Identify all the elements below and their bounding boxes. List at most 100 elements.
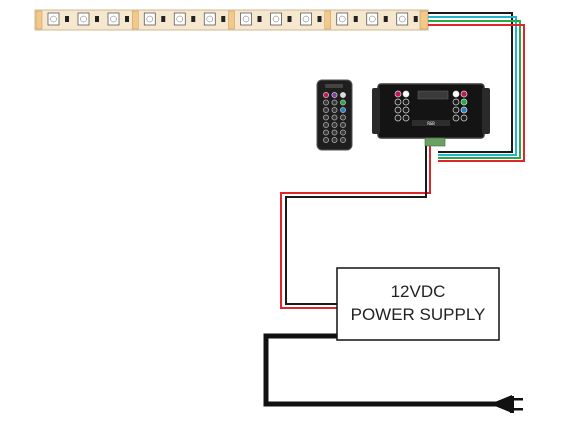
led-lens: [242, 15, 250, 23]
controller-button: [394, 98, 402, 106]
strip-resistor: [95, 16, 99, 22]
remote-button: [340, 92, 346, 98]
remote-button: [323, 129, 329, 136]
controller-buttons: [394, 90, 468, 122]
remote-button: [331, 122, 338, 128]
strip-resistor: [317, 16, 322, 22]
remote-button: [331, 137, 338, 143]
strip-cut-pad: [228, 10, 235, 30]
led-lens: [339, 15, 346, 23]
power-supply-box: 12VDC POWER SUPPLY: [336, 267, 500, 341]
remote-button: [323, 99, 329, 106]
strip-resistor: [287, 16, 292, 22]
led-lens: [272, 15, 280, 23]
remote-button: [340, 99, 346, 106]
remote-button: [331, 129, 338, 136]
remote-button: [323, 122, 329, 128]
led-chip: [47, 12, 60, 26]
led-lens: [80, 15, 87, 23]
controller-button: [402, 90, 410, 98]
strip-cut-pad: [132, 10, 139, 30]
led-chip: [173, 12, 186, 26]
strip-resistor: [353, 16, 358, 22]
remote-button: [323, 114, 329, 121]
controller-button: [452, 98, 460, 106]
remote-button: [340, 122, 346, 128]
led-chip: [240, 12, 252, 26]
psu-label-line2: POWER SUPPLY: [351, 305, 486, 324]
led-chip: [366, 12, 379, 26]
controller-label-strip: [412, 120, 450, 126]
led-lens: [146, 15, 153, 23]
led-lens: [110, 15, 117, 23]
led-lens: [50, 15, 57, 23]
wire-cyan-strip: [428, 16, 517, 156]
led-lens: [206, 15, 213, 23]
strip-resistor: [257, 16, 262, 22]
strip-resistor: [383, 16, 388, 22]
controller-terminal: [424, 137, 446, 147]
strip-wires: [428, 12, 525, 162]
remote-button: [331, 114, 338, 121]
wire-black-power: [285, 146, 427, 305]
led-lens: [302, 15, 310, 23]
rgb-controller-icon: RGB: [372, 83, 490, 147]
led-chip: [270, 12, 282, 26]
strip-resistor: [161, 16, 166, 22]
remote-button: [331, 107, 338, 113]
controller-button: [460, 98, 468, 106]
controller-button: [452, 114, 460, 122]
controller-button: [394, 106, 402, 114]
psu-label-line1: 12VDC: [391, 282, 446, 301]
power-plug-icon: [490, 395, 523, 413]
led-strip-segments: [35, 10, 418, 30]
remote-button: [340, 129, 346, 136]
controller-button: [460, 106, 468, 114]
remote-button: [323, 107, 329, 113]
controller-display: [417, 90, 449, 100]
wire-red-power: [280, 146, 431, 309]
remote-button: [323, 92, 329, 98]
led-lens: [369, 15, 376, 23]
wire-green-strip: [428, 20, 521, 159]
remote-button: [323, 137, 329, 143]
strip-resistor: [191, 16, 196, 22]
controller-button: [394, 114, 402, 122]
remote-button: [331, 92, 338, 98]
strip-cut-pad: [35, 10, 43, 30]
remote-control-icon: [316, 79, 353, 151]
led-chip: [143, 12, 156, 26]
led-lens: [176, 15, 183, 23]
controller-button: [402, 98, 410, 106]
wire-black-strip: [428, 12, 513, 153]
controller-button: [402, 114, 410, 122]
wire-red-strip: [428, 24, 525, 162]
remote-buttons: [323, 92, 346, 143]
controller-button: [460, 90, 468, 98]
led-chip: [107, 12, 120, 26]
controller-button: [402, 106, 410, 114]
ac-power-cord: [263, 333, 498, 407]
strip-resistor: [413, 16, 418, 22]
remote-button: [331, 99, 338, 106]
controller-connector-label: RGB: [427, 121, 435, 126]
led-chip: [396, 12, 409, 26]
strip-resistor: [65, 16, 69, 22]
controller-button: [452, 90, 460, 98]
remote-button: [340, 107, 346, 113]
remote-button: [340, 137, 346, 143]
led-chip: [203, 12, 216, 26]
strip-resistor: [221, 16, 226, 22]
strip-cut-pad: [324, 10, 331, 30]
controller-button: [394, 90, 402, 98]
strip-resistor: [125, 16, 129, 22]
controller-button: [452, 106, 460, 114]
led-strip-icon: [34, 9, 429, 31]
led-lens: [399, 15, 406, 23]
led-chip: [77, 12, 90, 26]
led-chip: [336, 12, 349, 26]
controller-button: [460, 114, 468, 122]
remote-button: [340, 114, 346, 121]
led-chip: [300, 12, 312, 26]
